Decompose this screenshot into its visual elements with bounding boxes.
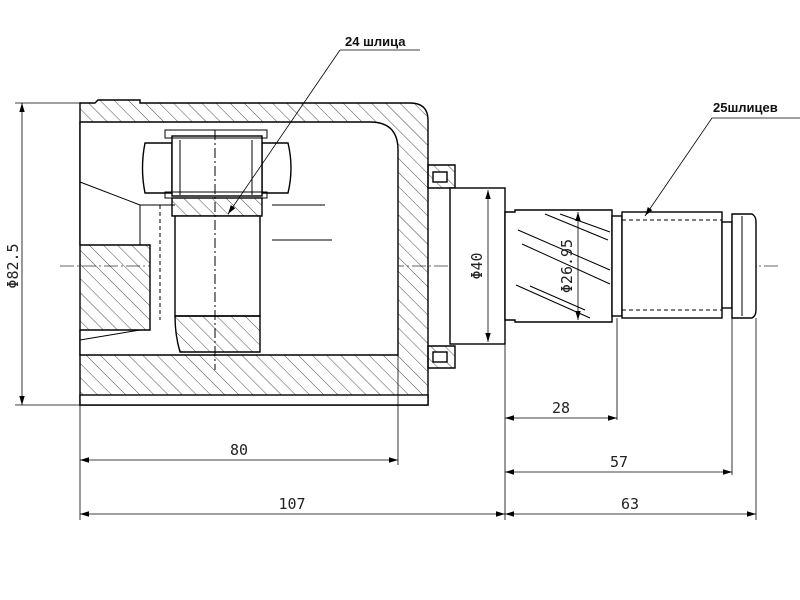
label-housing-length: 80	[230, 441, 248, 459]
callout-left-splines: 24 шлица	[345, 34, 406, 49]
label-outer-diameter: Φ82.5	[4, 243, 22, 288]
label-shoulder-diameter: Φ40	[468, 252, 486, 279]
dimension-lines	[19, 103, 756, 517]
label-shaft-length: 63	[621, 495, 639, 513]
label-spline-length: 28	[552, 399, 570, 417]
tripod-assembly	[141, 129, 332, 370]
label-shaft-diameter: Φ26.95	[558, 239, 576, 293]
callout-leaders	[227, 49, 800, 217]
seal-ring	[427, 164, 456, 369]
label-seat-length: 57	[610, 453, 628, 471]
label-overall-length: 107	[278, 495, 305, 513]
splined-shaft	[504, 209, 757, 323]
callout-right-splines: 25шлицев	[713, 100, 778, 115]
